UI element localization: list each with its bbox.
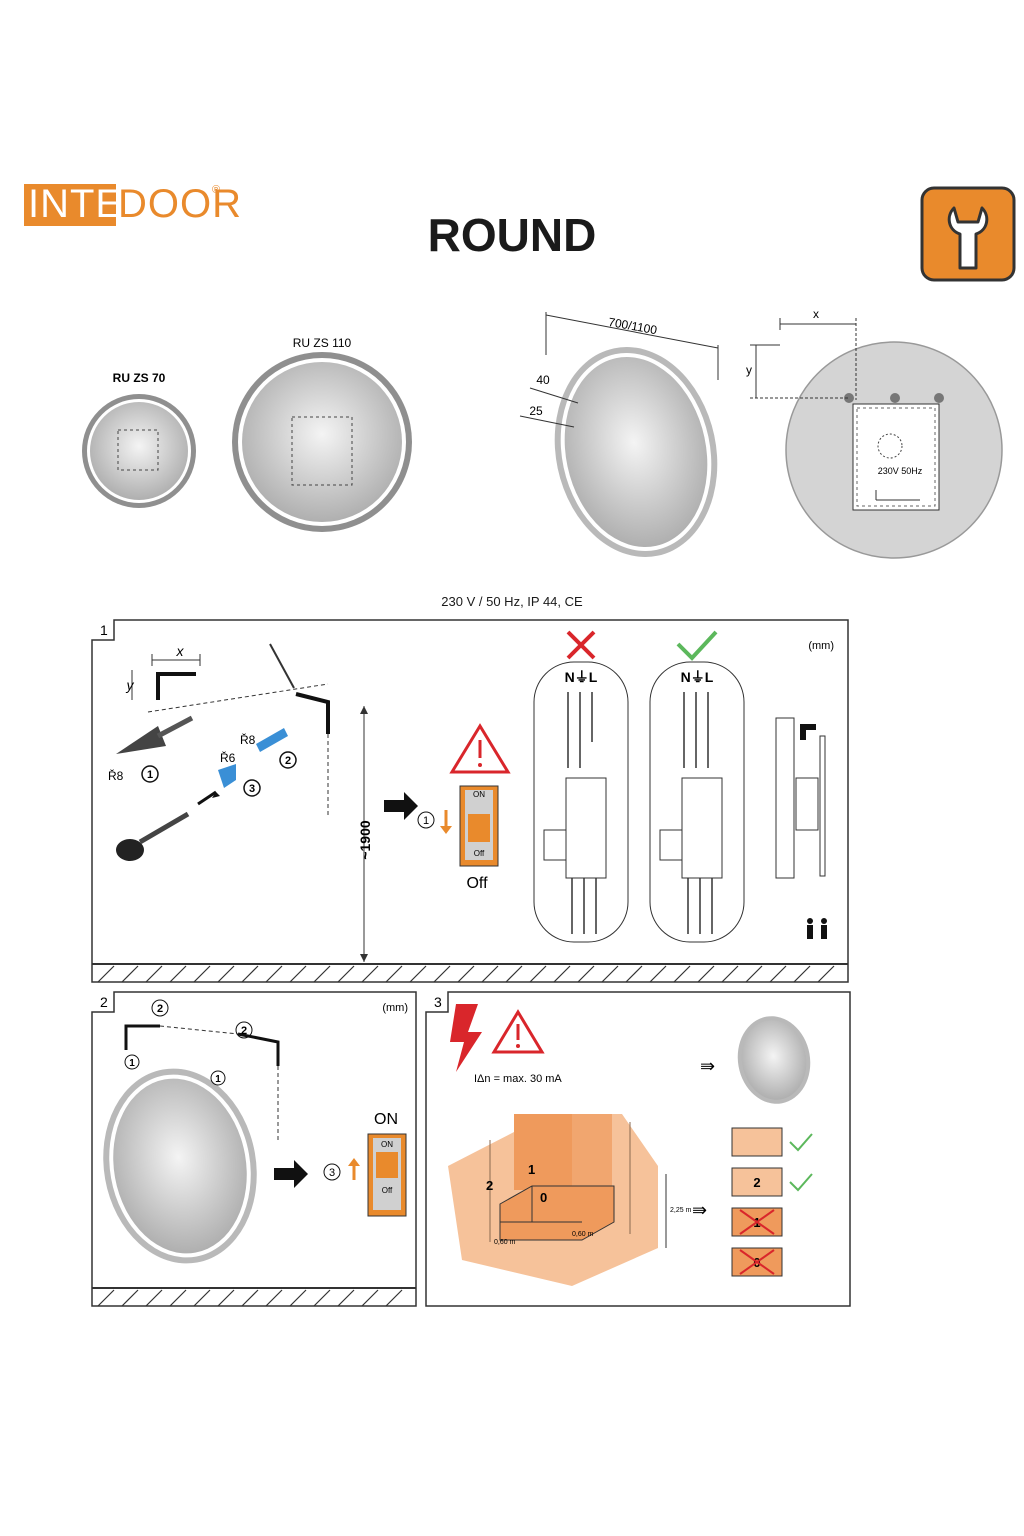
p2-step1-b: 1 xyxy=(215,1074,221,1085)
mirror-large xyxy=(232,352,412,532)
frame-inner-label: 25 xyxy=(529,404,543,418)
back-y-label: y xyxy=(746,363,752,377)
model-small-label: RU ZS 70 xyxy=(113,371,166,385)
p2-step2-b: 2 xyxy=(241,1025,247,1037)
mirror-small xyxy=(82,394,196,508)
mount-height-label: ~1900 xyxy=(357,820,373,860)
wiring-wrong-label: N⏚L xyxy=(565,669,598,685)
mirror-dimension-drawing xyxy=(519,312,719,558)
wiring-correct-label: N⏚L xyxy=(681,669,714,685)
logo-text-door: DOOR xyxy=(118,182,242,226)
brand-logo: INTE DOOR ® xyxy=(24,182,241,230)
panel-2-number: 2 xyxy=(100,994,108,1010)
wall-side-view xyxy=(775,717,795,879)
on-caption: ON xyxy=(374,1111,398,1128)
p2-step2-a: 2 xyxy=(157,1003,163,1015)
persons-icon xyxy=(807,918,813,924)
floor-hatching xyxy=(97,965,835,983)
arrow-right-icon xyxy=(384,792,418,820)
zone-width-a-label: 0,60 m xyxy=(494,1239,516,1246)
breaker-off-text: Off xyxy=(474,849,485,858)
panel-1-unit: (mm) xyxy=(808,640,834,652)
wrench-icon xyxy=(920,186,1016,282)
diameter-label: 700/1100 xyxy=(607,315,658,337)
switch-step-marker: 1 xyxy=(423,815,429,827)
panel-2-unit: (mm) xyxy=(382,1002,408,1014)
product-drawings: RU ZS 70 RU ZS 110 700/1100 40 25 xyxy=(82,307,1003,559)
p2-step3: 3 xyxy=(329,1167,335,1179)
logo-text-inte: INTE xyxy=(28,182,124,226)
correct-check-icon xyxy=(676,630,718,661)
step-1-marker: 1 xyxy=(147,769,153,781)
model-large-label: RU ZS 110 xyxy=(293,336,352,350)
zone-0-label: 0 xyxy=(540,1190,547,1205)
page-title: ROUND xyxy=(427,209,597,261)
lightning-icon xyxy=(450,1004,482,1072)
svg-text:2: 2 xyxy=(753,1175,760,1190)
frame-outer-label: 40 xyxy=(536,373,550,387)
wrong-cross-icon xyxy=(566,630,596,660)
electrical-spec: 230 V / 50 Hz, IP 44, CE xyxy=(441,594,583,609)
p2-step1-a: 1 xyxy=(129,1058,135,1069)
legend-zone-2 xyxy=(731,1167,783,1197)
panel-2: 2 (mm) 2 2 1 1 3 ON ON Off xyxy=(91,991,417,1307)
logo-box xyxy=(24,184,116,226)
power-label: 230V 50Hz xyxy=(878,466,923,476)
panel-1-x-label: x xyxy=(176,643,185,659)
off-caption: Off xyxy=(466,875,488,892)
panel-1: 1 (mm) x y Ř8 Ř8 Ř6 1 2 3 ~1900 xyxy=(91,619,849,983)
logo-registered: ® xyxy=(212,184,221,196)
dowel-size-label: Ř8 xyxy=(240,732,256,747)
zone-1-label: 1 xyxy=(528,1162,535,1177)
p2-breaker-on-text: ON xyxy=(381,1140,393,1149)
arrow-icon: ⇛ xyxy=(692,1200,707,1220)
screw-size-label: Ř6 xyxy=(220,750,236,765)
step-3-marker: 3 xyxy=(249,783,255,795)
zone-width-b-label: 0,60 m xyxy=(572,1231,594,1238)
arrow-right-icon xyxy=(274,1160,308,1188)
breaker-on-text: ON xyxy=(473,790,485,799)
p2-breaker-off-text: Off xyxy=(382,1186,393,1195)
zone-height-label: 2,25 m xyxy=(670,1207,692,1214)
panel-3-number: 3 xyxy=(434,994,442,1010)
panel-1-number: 1 xyxy=(100,622,108,638)
drill-size-label: Ř8 xyxy=(108,768,124,783)
arrow-icon: ⇛ xyxy=(700,1056,715,1076)
step-2-marker: 2 xyxy=(285,755,291,767)
legend-zone-outside xyxy=(731,1127,783,1157)
zone-2-label: 2 xyxy=(486,1178,493,1193)
panel-3: 3 IΔn = max. 30 mA ⇛ 1 2 0 2,25 m 0,60 m… xyxy=(425,991,851,1307)
panel-1-y-label: y xyxy=(126,677,135,693)
mirror-back-view xyxy=(750,318,1003,559)
back-x-label: x xyxy=(813,307,819,321)
residual-current-label: IΔn = max. 30 mA xyxy=(474,1073,562,1085)
